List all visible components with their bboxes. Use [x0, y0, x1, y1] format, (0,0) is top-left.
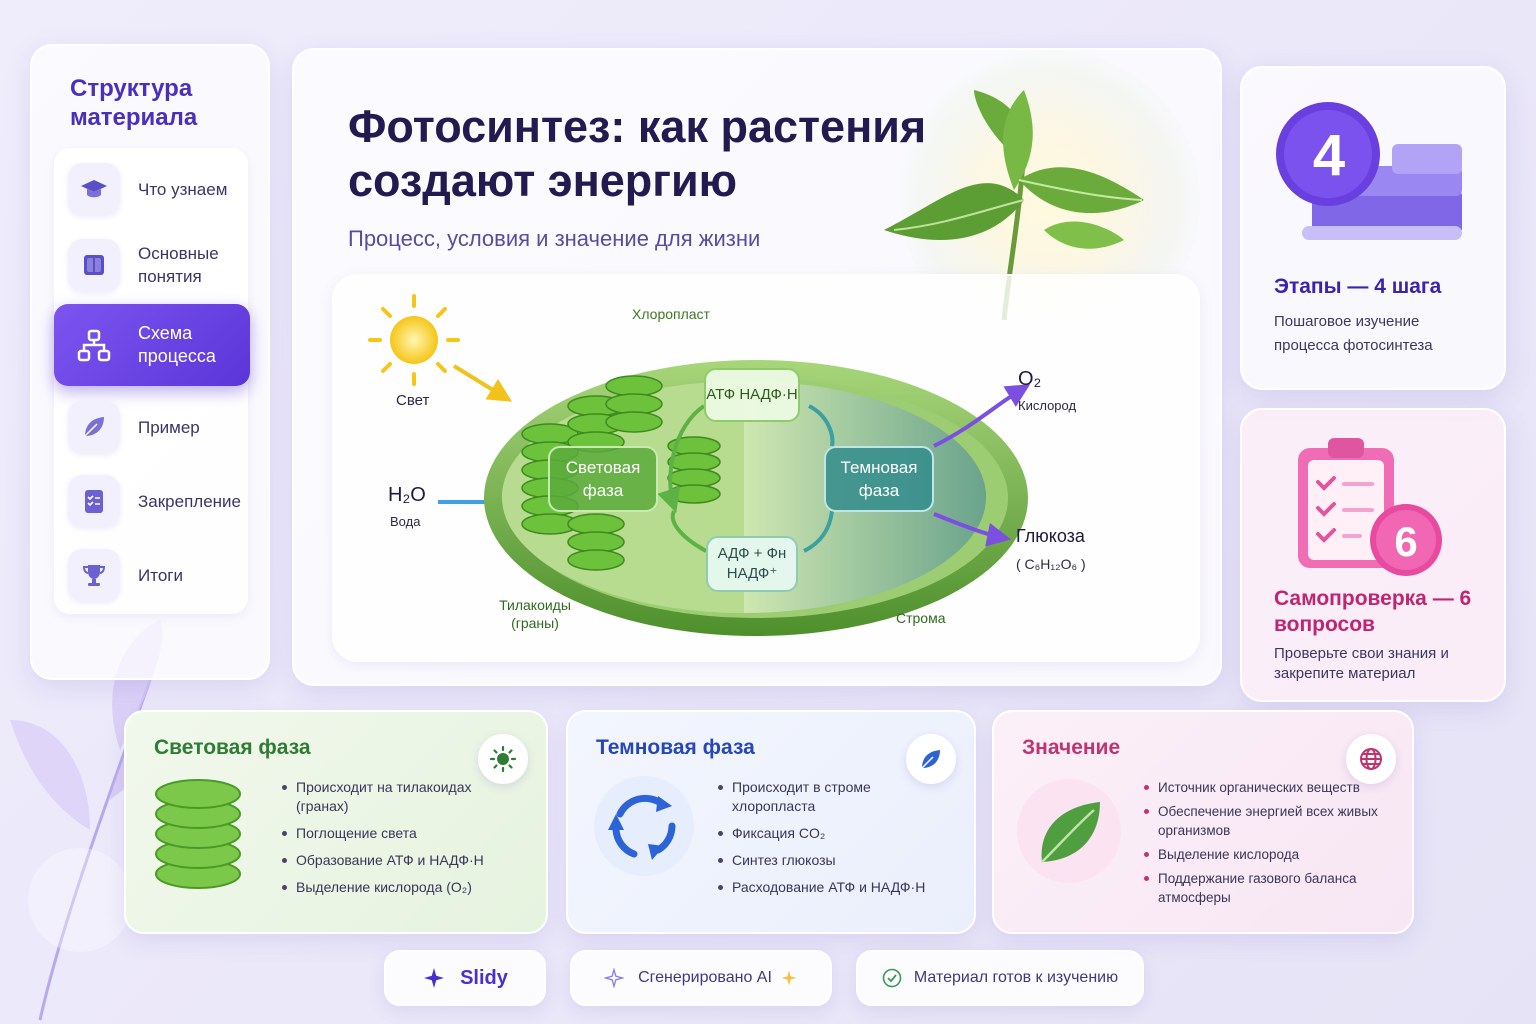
list-item: Расходование АТФ и НАДФ·Н: [716, 878, 950, 897]
glucose-formula: ( C₆H₁₂O₆ ): [1016, 556, 1086, 572]
light-card-title: Световая фаза: [154, 736, 311, 759]
glucose-label: Глюкоза: [1016, 526, 1085, 546]
cycle-arrows-icon: [594, 776, 694, 876]
chloroplast-illustration: [368, 294, 1031, 636]
oxygen-label: Кислород: [1018, 398, 1077, 413]
list-item: Обеспечение энергией всех живых организм…: [1142, 802, 1378, 840]
light-card-list: Происходит на тилакоидах (гранах) Поглощ…: [280, 778, 520, 905]
value-card-title: Значение: [1022, 736, 1121, 759]
chloroplast-label: Хлоропласт: [632, 306, 710, 322]
hero-panel: Фотосинтез: как растения создают энергию…: [292, 48, 1222, 686]
list-item: Поглощение света: [280, 824, 520, 843]
clipboard-icon: [1298, 438, 1442, 576]
sidebar-title: Структура материала: [70, 75, 198, 131]
globe-icon: [1346, 734, 1396, 784]
self-check-card[interactable]: 6 Самопроверка — 6 вопросов Проверьте св…: [1240, 408, 1506, 702]
oxygen-formula: O₂: [1018, 368, 1042, 390]
sparkle-outline-icon: [604, 968, 625, 988]
sidebar-item-process-scheme[interactable]: Схема процесса: [54, 304, 250, 386]
checklist-icon: [68, 475, 120, 527]
generated-ai-pill[interactable]: Сгенерировано AI: [570, 950, 832, 1006]
sidebar-item-label: Пример: [138, 417, 200, 437]
sidebar: Структура материала Что узнаем Основные …: [30, 44, 270, 680]
sidebar-item-label: Закрепление: [138, 491, 241, 511]
significance-card[interactable]: Значение Источник органических веществ О…: [992, 710, 1414, 934]
generated-label: Сгенерировано AI: [638, 969, 772, 986]
atp-box: АТФ НАДФ·Н: [704, 368, 800, 422]
sidebar-item-label: Что узнаем: [138, 179, 228, 199]
list-item: Фиксация CO₂: [716, 824, 950, 843]
sidebar-item-results[interactable]: Итоги: [54, 536, 248, 614]
adp-box: АДФ + Фн НАДФ⁺: [706, 536, 798, 592]
book-icon: [68, 239, 120, 291]
water-label: Вода: [390, 514, 421, 529]
graduation-cap-icon: [68, 163, 120, 215]
page-title: Фотосинтез: как растения создают энергию: [348, 101, 927, 206]
list-item: Образование АТФ и НАДФ·Н: [280, 851, 520, 870]
trophy-icon: [68, 549, 120, 601]
sparkle-gold-icon: [781, 970, 797, 986]
sidebar-item-example[interactable]: Пример: [54, 388, 248, 466]
page-subtitle: Процесс, условия и значение для жизни: [348, 226, 761, 251]
light-phase-card[interactable]: Световая фаза Происходит на тилакоидах (…: [124, 710, 548, 934]
list-item: Происходит в строме хлоропласта: [716, 778, 950, 816]
sparkle-icon: [424, 968, 445, 988]
leaf-icon: [68, 401, 120, 453]
dark-phase-card[interactable]: Темновая фаза Происходит в строме хлороп…: [566, 710, 976, 934]
list-item: Происходит на тилакоидах (гранах): [280, 778, 520, 816]
flowchart-icon: [68, 319, 120, 371]
quiz-number: 6: [1394, 518, 1418, 565]
thylakoid-stack-icon: [155, 779, 241, 889]
sun-icon: [368, 294, 460, 386]
stairs-number-icon: [1276, 102, 1462, 240]
leaf-illustration: [1017, 779, 1121, 883]
brand-name: Slidy: [460, 966, 508, 989]
check-circle-icon: [882, 968, 902, 988]
sidebar-item-label: Итоги: [138, 565, 183, 585]
light-phase-box: Световая фаза: [548, 446, 658, 512]
leaf-icon: [906, 734, 956, 784]
value-card-list: Источник органических веществ Обеспечени…: [1142, 778, 1378, 912]
list-item: Выделение кислорода (O₂): [280, 878, 520, 897]
stages-card[interactable]: 4 Этапы — 4 шага Пошаговое изучение проц…: [1240, 66, 1506, 390]
list-item: Источник органических веществ: [1142, 778, 1378, 797]
quiz-text: Проверьте свои знания и закрепите матери…: [1274, 645, 1449, 682]
quiz-title: Самопроверка — 6 вопросов: [1274, 587, 1472, 636]
list-item: Поддержание газового баланса атмосферы: [1142, 869, 1378, 907]
dark-card-title: Темновая фаза: [596, 736, 755, 759]
thylakoids-label: Тилакоиды (граны): [499, 597, 571, 631]
sidebar-nav: Что узнаем Основные понятия Схема процес…: [54, 148, 250, 614]
stages-number: 4: [1312, 123, 1346, 188]
list-item: Выделение кислорода: [1142, 845, 1378, 864]
ready-status-pill[interactable]: Материал готов к изучению: [856, 950, 1144, 1006]
brand-pill[interactable]: Slidy: [384, 950, 546, 1006]
ready-label: Материал готов к изучению: [913, 969, 1119, 986]
stages-title: Этапы — 4 шага: [1274, 275, 1442, 298]
stroma-label: Строма: [896, 610, 946, 626]
sidebar-item-label: Основные понятия: [138, 244, 219, 286]
water-formula: H₂O: [388, 484, 426, 506]
sidebar-item-what-we-learn[interactable]: Что узнаем: [54, 150, 248, 228]
stages-text: Пошаговое изучение процесса фотосинтеза: [1274, 313, 1433, 354]
dark-phase-box: Темновая фаза: [824, 446, 934, 512]
dark-card-list: Происходит в строме хлоропласта Фиксация…: [716, 778, 950, 905]
sidebar-item-basic-concepts[interactable]: Основные понятия: [54, 226, 248, 304]
sun-icon: [478, 734, 528, 784]
sidebar-item-label: Схема процесса: [138, 323, 216, 366]
list-item: Синтез глюкозы: [716, 851, 950, 870]
light-label: Свет: [396, 392, 430, 409]
sidebar-item-reinforcement[interactable]: Закрепление: [54, 462, 248, 540]
process-diagram: Хлоропласт Свет H₂O Вода Световая фаза Т…: [332, 274, 1200, 662]
